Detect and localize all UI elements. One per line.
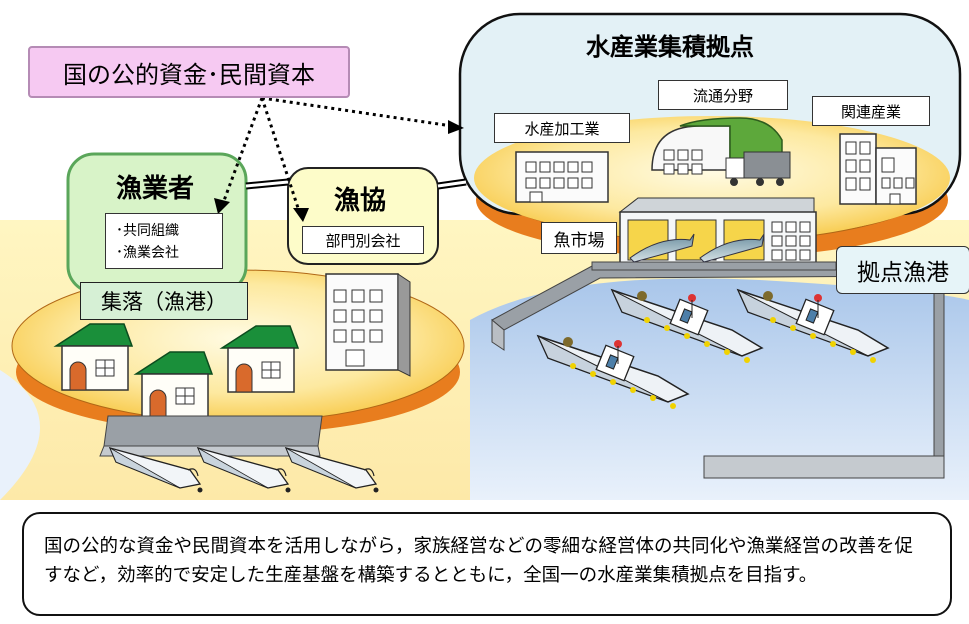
- base-port-label: 拠点漁港: [836, 246, 969, 294]
- related-industry-label: 関連産業: [812, 96, 930, 126]
- fisher-title: 漁業者: [115, 173, 194, 204]
- description-box: 国の公的な資金や民間資本を活用しながら，家族経営などの零細な経営体の共同化や漁業…: [22, 512, 952, 616]
- fisher-org-item: ･共同組織: [116, 223, 179, 239]
- coop-title: 漁協: [333, 185, 386, 216]
- cluster-title: 水産業集積拠点: [586, 32, 754, 61]
- coop-subsidiary-label: 部門別会社: [302, 226, 424, 254]
- processing-industry-label: 水産加工業: [494, 113, 630, 143]
- fisher-org-item: ･漁業会社: [116, 245, 179, 261]
- distribution-label: 流通分野: [658, 80, 788, 110]
- fish-market-label: 魚市場: [541, 222, 617, 254]
- public-private-funds-box: 国の公的資金･民間資本: [28, 46, 350, 98]
- village-port-label: 集落（漁港）: [80, 282, 248, 320]
- description-text: 国の公的な資金や民間資本を活用しながら，家族経営などの零細な経営体の共同化や漁業…: [44, 536, 913, 586]
- fisher-org-list: ･共同組織 ･漁業会社: [105, 213, 223, 269]
